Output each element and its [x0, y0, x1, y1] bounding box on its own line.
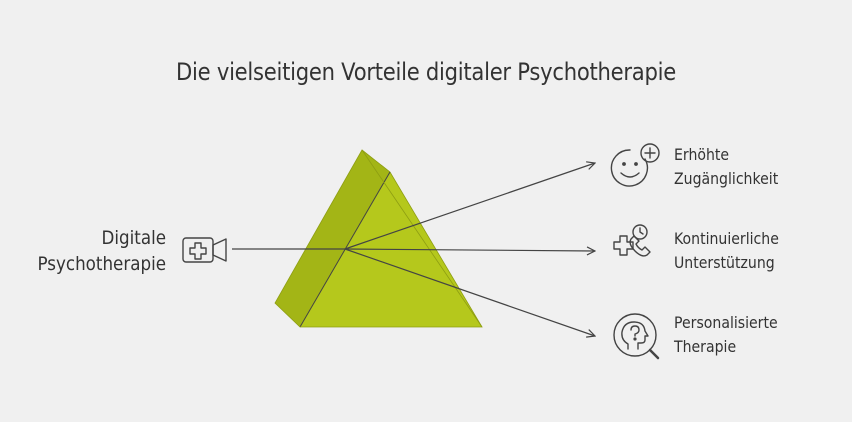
prism	[274, 149, 483, 328]
input-label-line1: Digitale	[101, 227, 166, 249]
input-label: Digitale Psychotherapie	[29, 225, 166, 277]
output-label-personalized: Personalisierte Therapie	[674, 311, 824, 359]
head-search-icon	[613, 313, 660, 360]
output-label-line2: Therapie	[674, 337, 737, 356]
output-label-line2: Zugänglichkeit	[674, 169, 779, 188]
input-label-line2: Psychotherapie	[37, 253, 166, 275]
output-label-line1: Erhöhte	[674, 145, 730, 164]
output-label-support: Kontinuierliche Unterstützung	[674, 227, 824, 275]
diagram-title: Die vielseitigen Vorteile digitaler Psyc…	[176, 58, 676, 86]
video-medical-icon	[182, 237, 227, 263]
prism-side-face	[275, 150, 390, 327]
smiley-plus-icon	[610, 143, 660, 187]
medical-phone-clock-icon	[613, 224, 651, 257]
output-label-line2: Unterstützung	[674, 253, 775, 272]
output-label-line1: Kontinuierliche	[674, 229, 779, 248]
output-ray-2	[344, 249, 595, 251]
output-label-accessibility: Erhöhte Zugänglichkeit	[674, 143, 824, 191]
output-label-line1: Personalisierte	[674, 313, 778, 332]
output-ray-3	[344, 248, 595, 336]
output-ray-1	[344, 163, 595, 250]
